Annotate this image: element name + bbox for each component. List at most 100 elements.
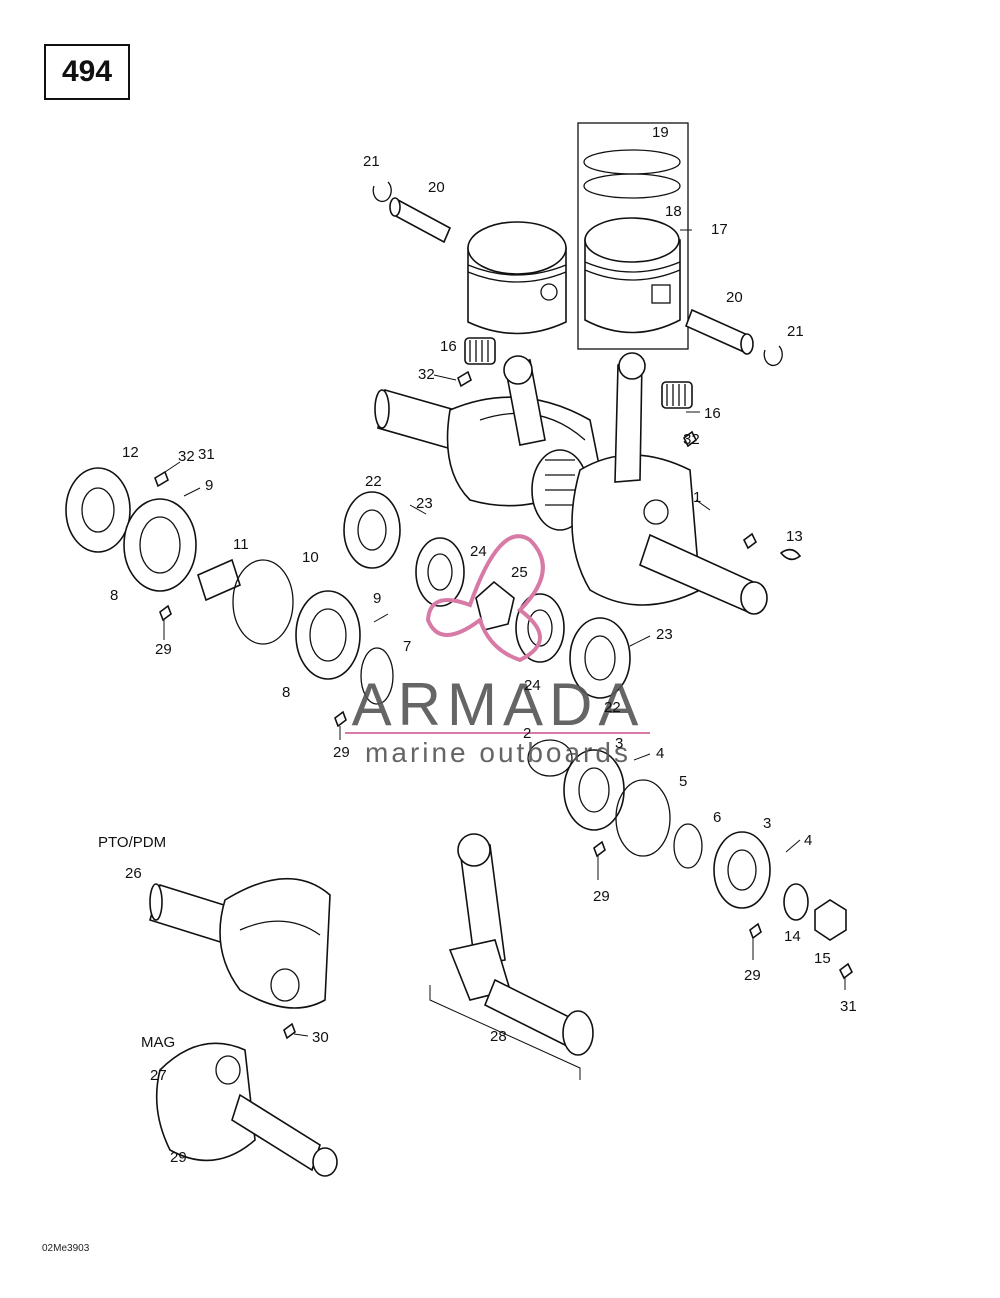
callout-23: 23 [416,495,433,512]
callout-24: 24 [470,543,487,560]
ball-bearing-8a [123,498,197,592]
footer-code: 02Me3903 [42,1243,90,1254]
ball-bearing-3b [713,831,771,909]
callout-30: 30 [312,1029,329,1046]
washer-14 [783,883,809,921]
oil-seal-12 [65,467,131,553]
callout-20: 20 [726,289,743,306]
callout-29: 29 [170,1149,187,1166]
callout-16: 16 [704,405,721,422]
conrod-assembly-28 [429,833,594,1080]
bolt-29d [749,922,762,940]
callout-10: 10 [302,549,319,566]
callout-25: 25 [511,564,528,581]
callout-9: 9 [373,590,381,607]
callout-21: 21 [787,323,804,340]
bolt-32a [154,470,169,488]
callout-29: 29 [593,888,610,905]
piston-kit-box [577,122,689,350]
callout-11: 11 [233,536,249,553]
bolt-30 [283,1022,296,1040]
callout-8: 8 [110,587,118,604]
callout-32: 32 [178,448,195,465]
right-bearing-stack [527,739,847,941]
ring-2 [527,739,573,777]
callout-20: 20 [428,179,445,196]
nut-15 [814,899,847,941]
armada-logo-mark [425,534,545,663]
o-ring-10 [232,559,294,645]
bolt-32c [682,430,698,448]
o-ring-5 [615,779,671,857]
callout-22: 22 [604,699,621,716]
callout-9: 9 [205,477,213,494]
callout-8: 8 [282,684,290,701]
callout-4: 4 [804,832,812,849]
callout-15: 15 [814,950,831,967]
callout-6: 6 [713,809,721,826]
left-bearing-stack [65,467,631,705]
fasteners [154,370,854,1040]
bearing-24b [515,593,565,663]
callout-7: 7 [403,638,411,655]
callout-14: 14 [784,928,801,945]
label-mag: MAG [141,1034,175,1051]
label-pto: PTO/PDM [98,834,166,851]
callout-27: 27 [150,1067,167,1084]
callout-5: 5 [679,773,687,790]
bolt-32b [457,370,472,388]
callout-23: 23 [656,626,673,643]
callout-17: 17 [711,221,728,238]
callout-26: 26 [125,865,142,882]
piston-ring-upper [583,149,681,175]
woodruff-key [779,548,802,561]
circlip-left [372,181,392,203]
callout-31: 31 [840,998,857,1015]
spacer-6 [673,823,703,869]
callout-32: 32 [683,431,700,448]
bearing-24a [415,537,465,607]
callout-29: 29 [333,744,350,761]
piston-left-crown [467,221,567,275]
callout-28: 28 [490,1028,507,1045]
bolt-29a [159,604,172,622]
piston-right [584,239,681,334]
callout-3: 3 [615,735,623,752]
piston-right-crown [584,217,680,263]
bolt-29b [334,710,347,728]
watermark-brand: ARMADA [352,671,645,738]
callout-21: 21 [363,153,380,170]
spacer-7 [360,647,394,705]
circlip-right [763,345,783,367]
piston-group [372,122,783,367]
callout-32: 32 [418,366,435,383]
callout-numbers: 1233445678899101112131415161617181920202… [110,124,857,1166]
callout-24: 24 [524,677,541,694]
callout-19: 19 [652,124,669,141]
callout-4: 4 [656,745,664,762]
sleeve-11 [197,558,241,602]
bolt-29c [593,840,606,858]
callout-29: 29 [155,641,172,658]
callout-18: 18 [665,203,682,220]
mag-crank-half [155,1042,338,1177]
page-number-box: 494 [44,44,130,100]
piston-ring-lower [583,173,681,199]
callout-31: 31 [198,446,215,463]
bolt-31b [838,962,854,980]
callout-22: 22 [365,473,382,490]
ball-bearing-22a [343,491,401,569]
callout-3: 3 [763,815,771,832]
crankshaft-assembly [374,337,802,615]
callout-16: 16 [440,338,457,355]
callout-1: 1 [693,489,701,506]
bolt-31a [742,532,758,550]
callout-2: 2 [523,725,531,742]
ball-bearing-22b [569,617,631,699]
ball-bearing-8b [295,590,361,680]
callout-29: 29 [744,967,761,984]
watermark: ARMADA marine outboards [345,534,650,768]
callout-12: 12 [122,444,139,461]
watermark-tagline: marine outboards [365,737,631,768]
